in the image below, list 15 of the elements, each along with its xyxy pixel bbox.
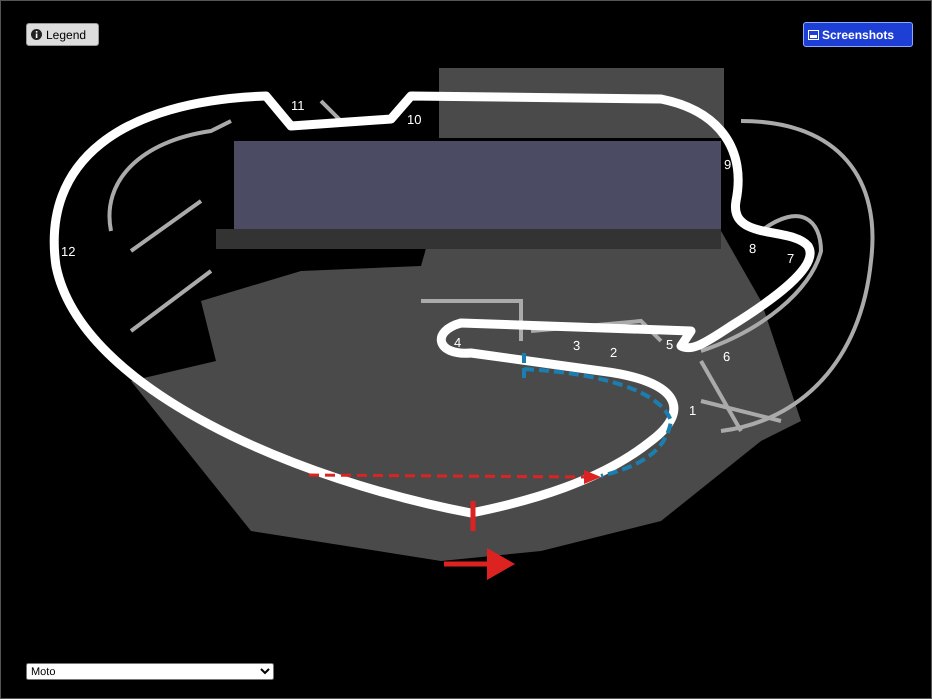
turn-number: 12: [61, 245, 76, 259]
turn-number: 5: [666, 338, 674, 352]
turn-number: 3: [573, 339, 580, 353]
turn-number: 2: [610, 346, 618, 360]
turn-number: 10: [407, 113, 422, 127]
turn-number: 6: [723, 350, 730, 364]
turn-number: 8: [749, 242, 756, 256]
turn-number: 11: [291, 99, 304, 113]
mode-select: Moto: [26, 663, 274, 680]
legend-button: Legend: [26, 23, 99, 46]
turn-number: 9: [724, 158, 732, 172]
turn-number: 4: [454, 336, 462, 350]
screenshots-button: Screenshots: [803, 22, 913, 47]
turn-number: 7: [787, 252, 794, 266]
turn-number: 1: [689, 404, 696, 418]
